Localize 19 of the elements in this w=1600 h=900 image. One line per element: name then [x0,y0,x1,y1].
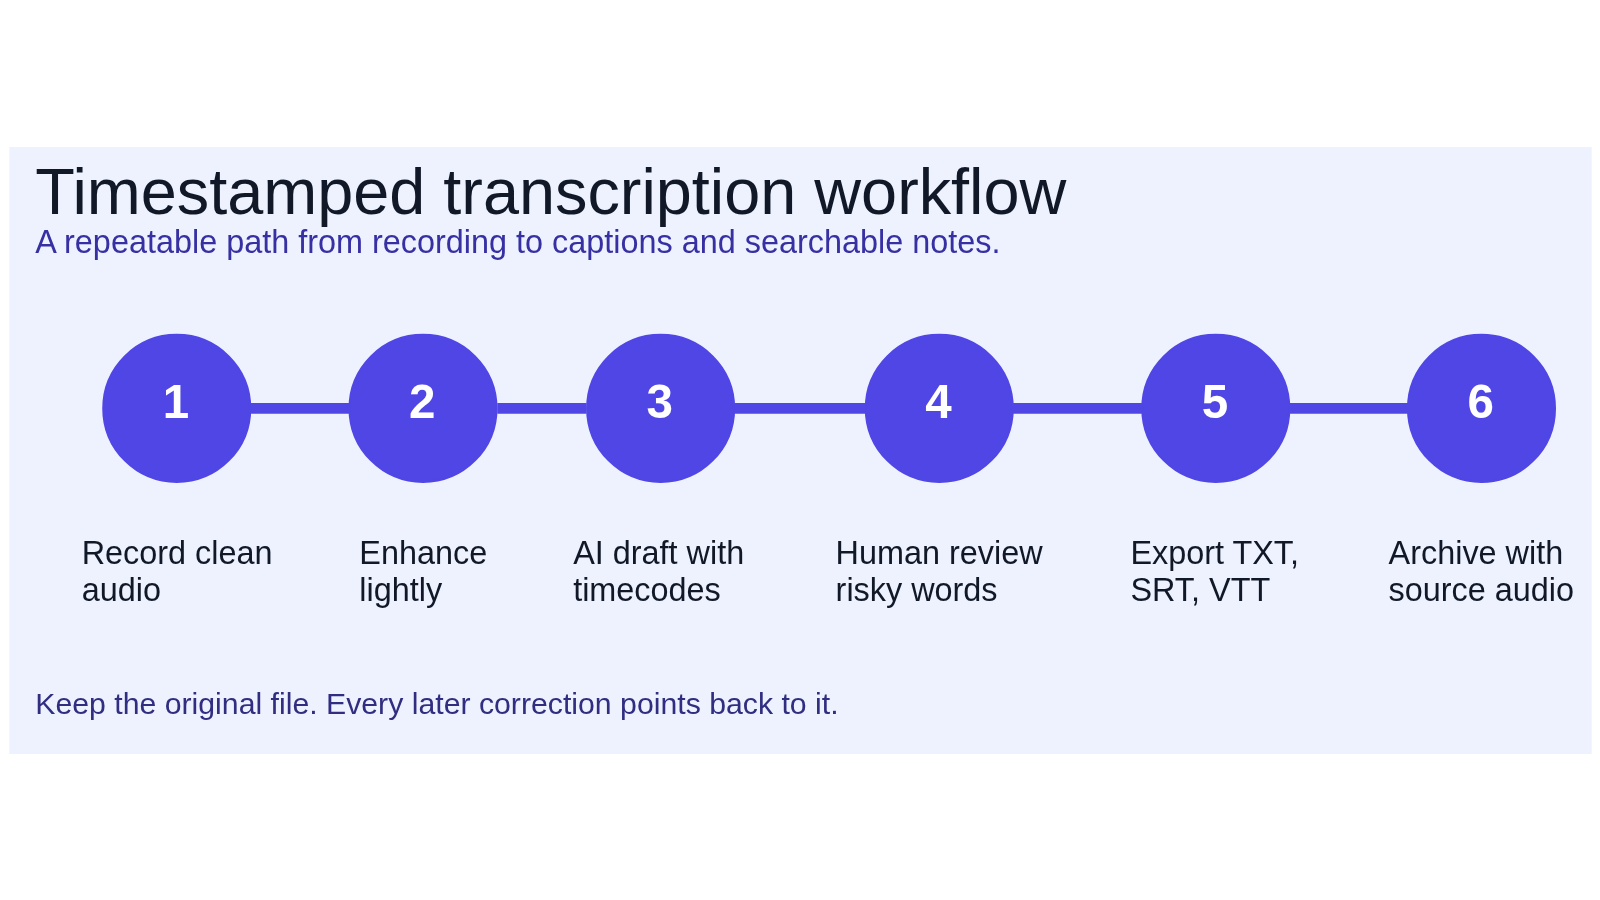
node-label: Archive with source audio [1388,534,1574,608]
label: Keep the original file. Every later correction points back to it. [34,686,839,720]
connector [1012,402,1142,414]
node-circle: 3 [585,333,735,483]
node-label: AI draft with timecodes [572,534,744,608]
connector [496,402,587,414]
node-circle: 2 [348,333,498,483]
node-label: Enhance lightly [358,534,487,608]
node-circle: 6 [1406,333,1556,483]
diagram-title: Timestamped transcription workflow [34,154,1066,228]
connector [250,402,349,414]
node-label: Export TXT, SRT, VTT [1129,534,1299,608]
node-label: Human review risky words [835,534,1043,608]
node-label: Record clean audio [81,534,273,608]
node-circle: 4 [864,333,1014,483]
node-circle: 1 [101,333,251,483]
connector [1288,402,1408,414]
connector [733,402,866,414]
node-circle: 5 [1140,333,1290,483]
